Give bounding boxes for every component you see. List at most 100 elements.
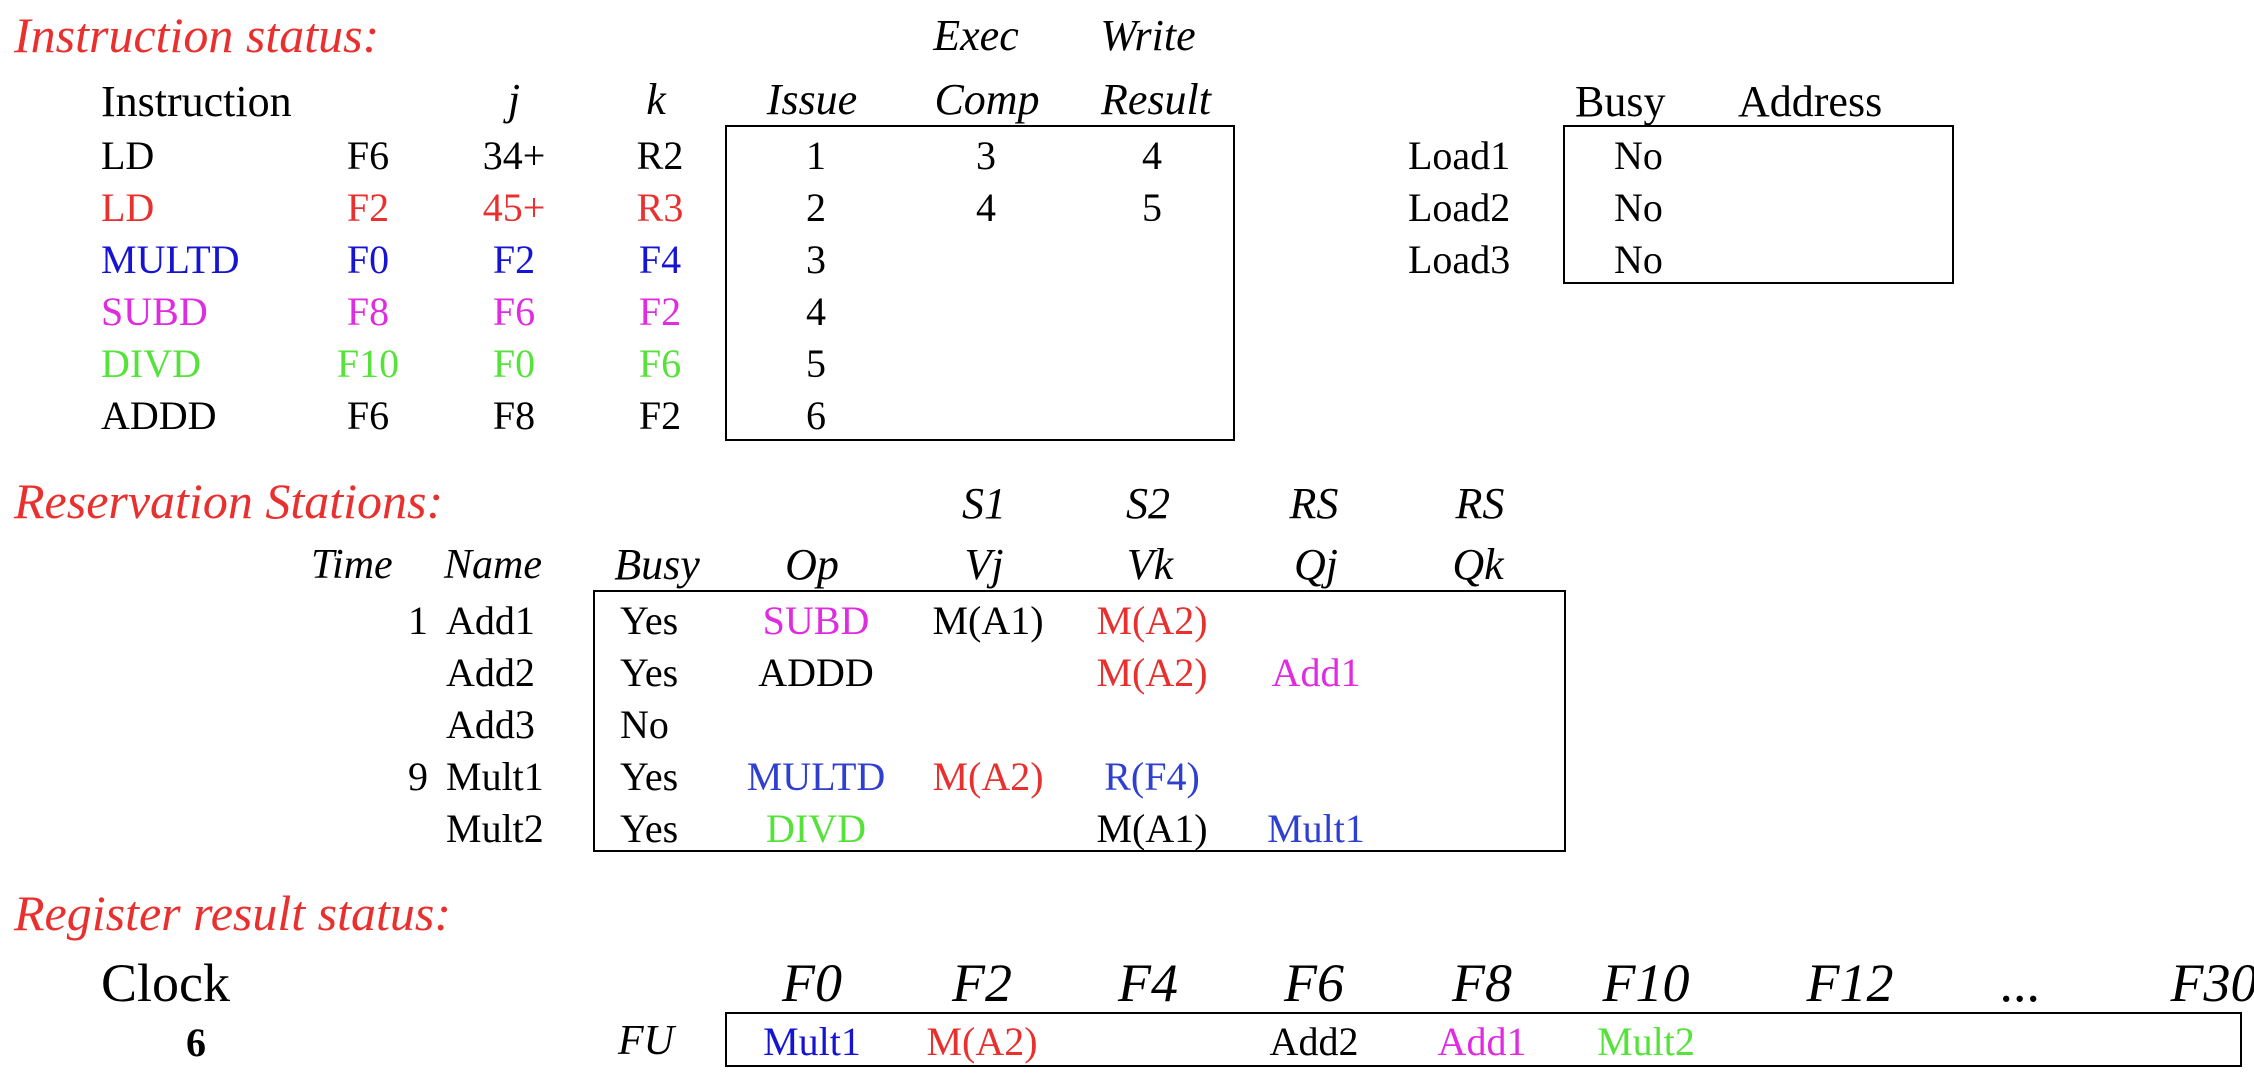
instruction-op: SUBD (101, 289, 208, 334)
load-buffer-name: Load3 (1408, 237, 1511, 282)
load-buffer-name: Load2 (1408, 185, 1511, 230)
instruction-k: F2 (638, 393, 682, 438)
vk-header-top: S2 (1126, 479, 1170, 528)
fu-label: FU (618, 1018, 674, 1064)
instruction-j: F6 (492, 289, 536, 334)
instruction-issue: 3 (806, 237, 826, 282)
register-name: F8 (1452, 953, 1512, 1013)
load-buffers-box (1563, 125, 1954, 284)
register-name: F12 (1806, 953, 1894, 1013)
rs-name: Add1 (446, 598, 535, 643)
name-header: Name (444, 542, 542, 588)
reservation-stations-box (593, 590, 1566, 852)
rs-busy: Yes (620, 754, 679, 799)
register-name: F0 (782, 953, 842, 1013)
qk-header: Qk (1452, 540, 1504, 589)
rs-busy: Yes (620, 806, 679, 851)
load-busy-header: Busy (1575, 77, 1666, 126)
rs-qj: Add1 (1271, 650, 1361, 695)
write-header-top: Write (1100, 11, 1196, 60)
reservation-stations-title: Reservation Stations: (14, 473, 444, 529)
register-name: F2 (952, 953, 1012, 1013)
instruction-status-title: Instruction status: (14, 7, 380, 63)
rs-vj: M(A2) (932, 754, 1044, 799)
load-buffer-busy: No (1614, 133, 1663, 178)
instruction-write: 4 (1142, 133, 1162, 178)
instruction-j: F2 (492, 237, 536, 282)
clock-value: 6 (186, 1020, 206, 1065)
instruction-issue: 4 (806, 289, 826, 334)
k-header: k (646, 75, 666, 124)
instruction-k: R3 (636, 185, 684, 230)
rs-op: SUBD (762, 598, 870, 643)
rs-vk: M(A2) (1096, 598, 1208, 643)
instruction-k: F4 (638, 237, 682, 282)
instruction-issue: 5 (806, 341, 826, 386)
instruction-op: MULTD (101, 237, 240, 282)
rs-vk: M(A1) (1096, 806, 1208, 851)
instruction-issue: 2 (806, 185, 826, 230)
vk-header: Vk (1126, 540, 1174, 589)
register-status-title: Register result status: (14, 885, 452, 941)
issue-header: Issue (766, 75, 858, 124)
load-buffer-busy: No (1614, 185, 1663, 230)
instruction-k: F2 (638, 289, 682, 334)
instruction-header: Instruction (101, 77, 292, 126)
rs-busy-header: Busy (614, 540, 700, 589)
register-name: F4 (1118, 953, 1178, 1013)
qk-header-top: RS (1455, 479, 1505, 528)
instruction-j: F0 (492, 341, 536, 386)
j-header: j (507, 75, 521, 124)
instruction-write: 5 (1142, 185, 1162, 230)
rs-qj: Mult1 (1267, 806, 1365, 851)
instruction-dest: F0 (346, 237, 390, 282)
instruction-dest: F6 (346, 393, 390, 438)
rs-op: ADDD (758, 650, 874, 695)
instruction-issue: 6 (806, 393, 826, 438)
load-address-header: Address (1738, 77, 1883, 126)
exec-header-top: Exec (933, 11, 1019, 60)
register-fu: Add1 (1437, 1019, 1527, 1064)
instruction-op: ADDD (101, 393, 217, 438)
rs-time: 1 (408, 598, 428, 643)
rs-name: Add3 (446, 702, 535, 747)
register-fu: M(A2) (926, 1019, 1038, 1064)
rs-vk: R(F4) (1104, 754, 1200, 799)
rs-busy: Yes (620, 598, 679, 643)
instruction-exec: 4 (976, 185, 996, 230)
instruction-j: F8 (492, 393, 536, 438)
rs-op: MULTD (746, 754, 886, 799)
register-fu: Mult2 (1597, 1019, 1695, 1064)
op-header: Op (785, 540, 839, 589)
rs-busy: No (620, 702, 669, 747)
register-name: F10 (1602, 953, 1690, 1013)
instruction-exec: 3 (976, 133, 996, 178)
register-fu-box (725, 1012, 2242, 1067)
instruction-op: LD (101, 185, 155, 230)
time-header: Time (311, 542, 393, 588)
rs-busy: Yes (620, 650, 679, 695)
register-name: F30 (2170, 953, 2254, 1013)
rs-name: Mult1 (446, 754, 544, 799)
register-name: ... (2000, 953, 2042, 1013)
qj-header-top: RS (1289, 479, 1339, 528)
load-buffer-busy: No (1614, 237, 1663, 282)
register-name: F6 (1284, 953, 1344, 1013)
instruction-dest: F2 (346, 185, 390, 230)
load-buffer-name: Load1 (1408, 133, 1511, 178)
instruction-j: 45+ (482, 185, 546, 230)
qj-header: Qj (1294, 540, 1338, 589)
vj-header-top: S1 (962, 479, 1006, 528)
exec-header-bottom: Comp (934, 75, 1040, 124)
rs-vj: M(A1) (932, 598, 1044, 643)
register-fu: Add2 (1269, 1019, 1359, 1064)
write-header-bottom: Result (1101, 75, 1211, 124)
vj-header: Vj (964, 540, 1004, 589)
instruction-status-box (725, 125, 1235, 441)
instruction-issue: 1 (806, 133, 826, 178)
clock-label: Clock (101, 953, 230, 1013)
rs-vk: M(A2) (1096, 650, 1208, 695)
instruction-dest: F6 (346, 133, 390, 178)
instruction-dest: F8 (346, 289, 390, 334)
instruction-op: LD (101, 133, 155, 178)
